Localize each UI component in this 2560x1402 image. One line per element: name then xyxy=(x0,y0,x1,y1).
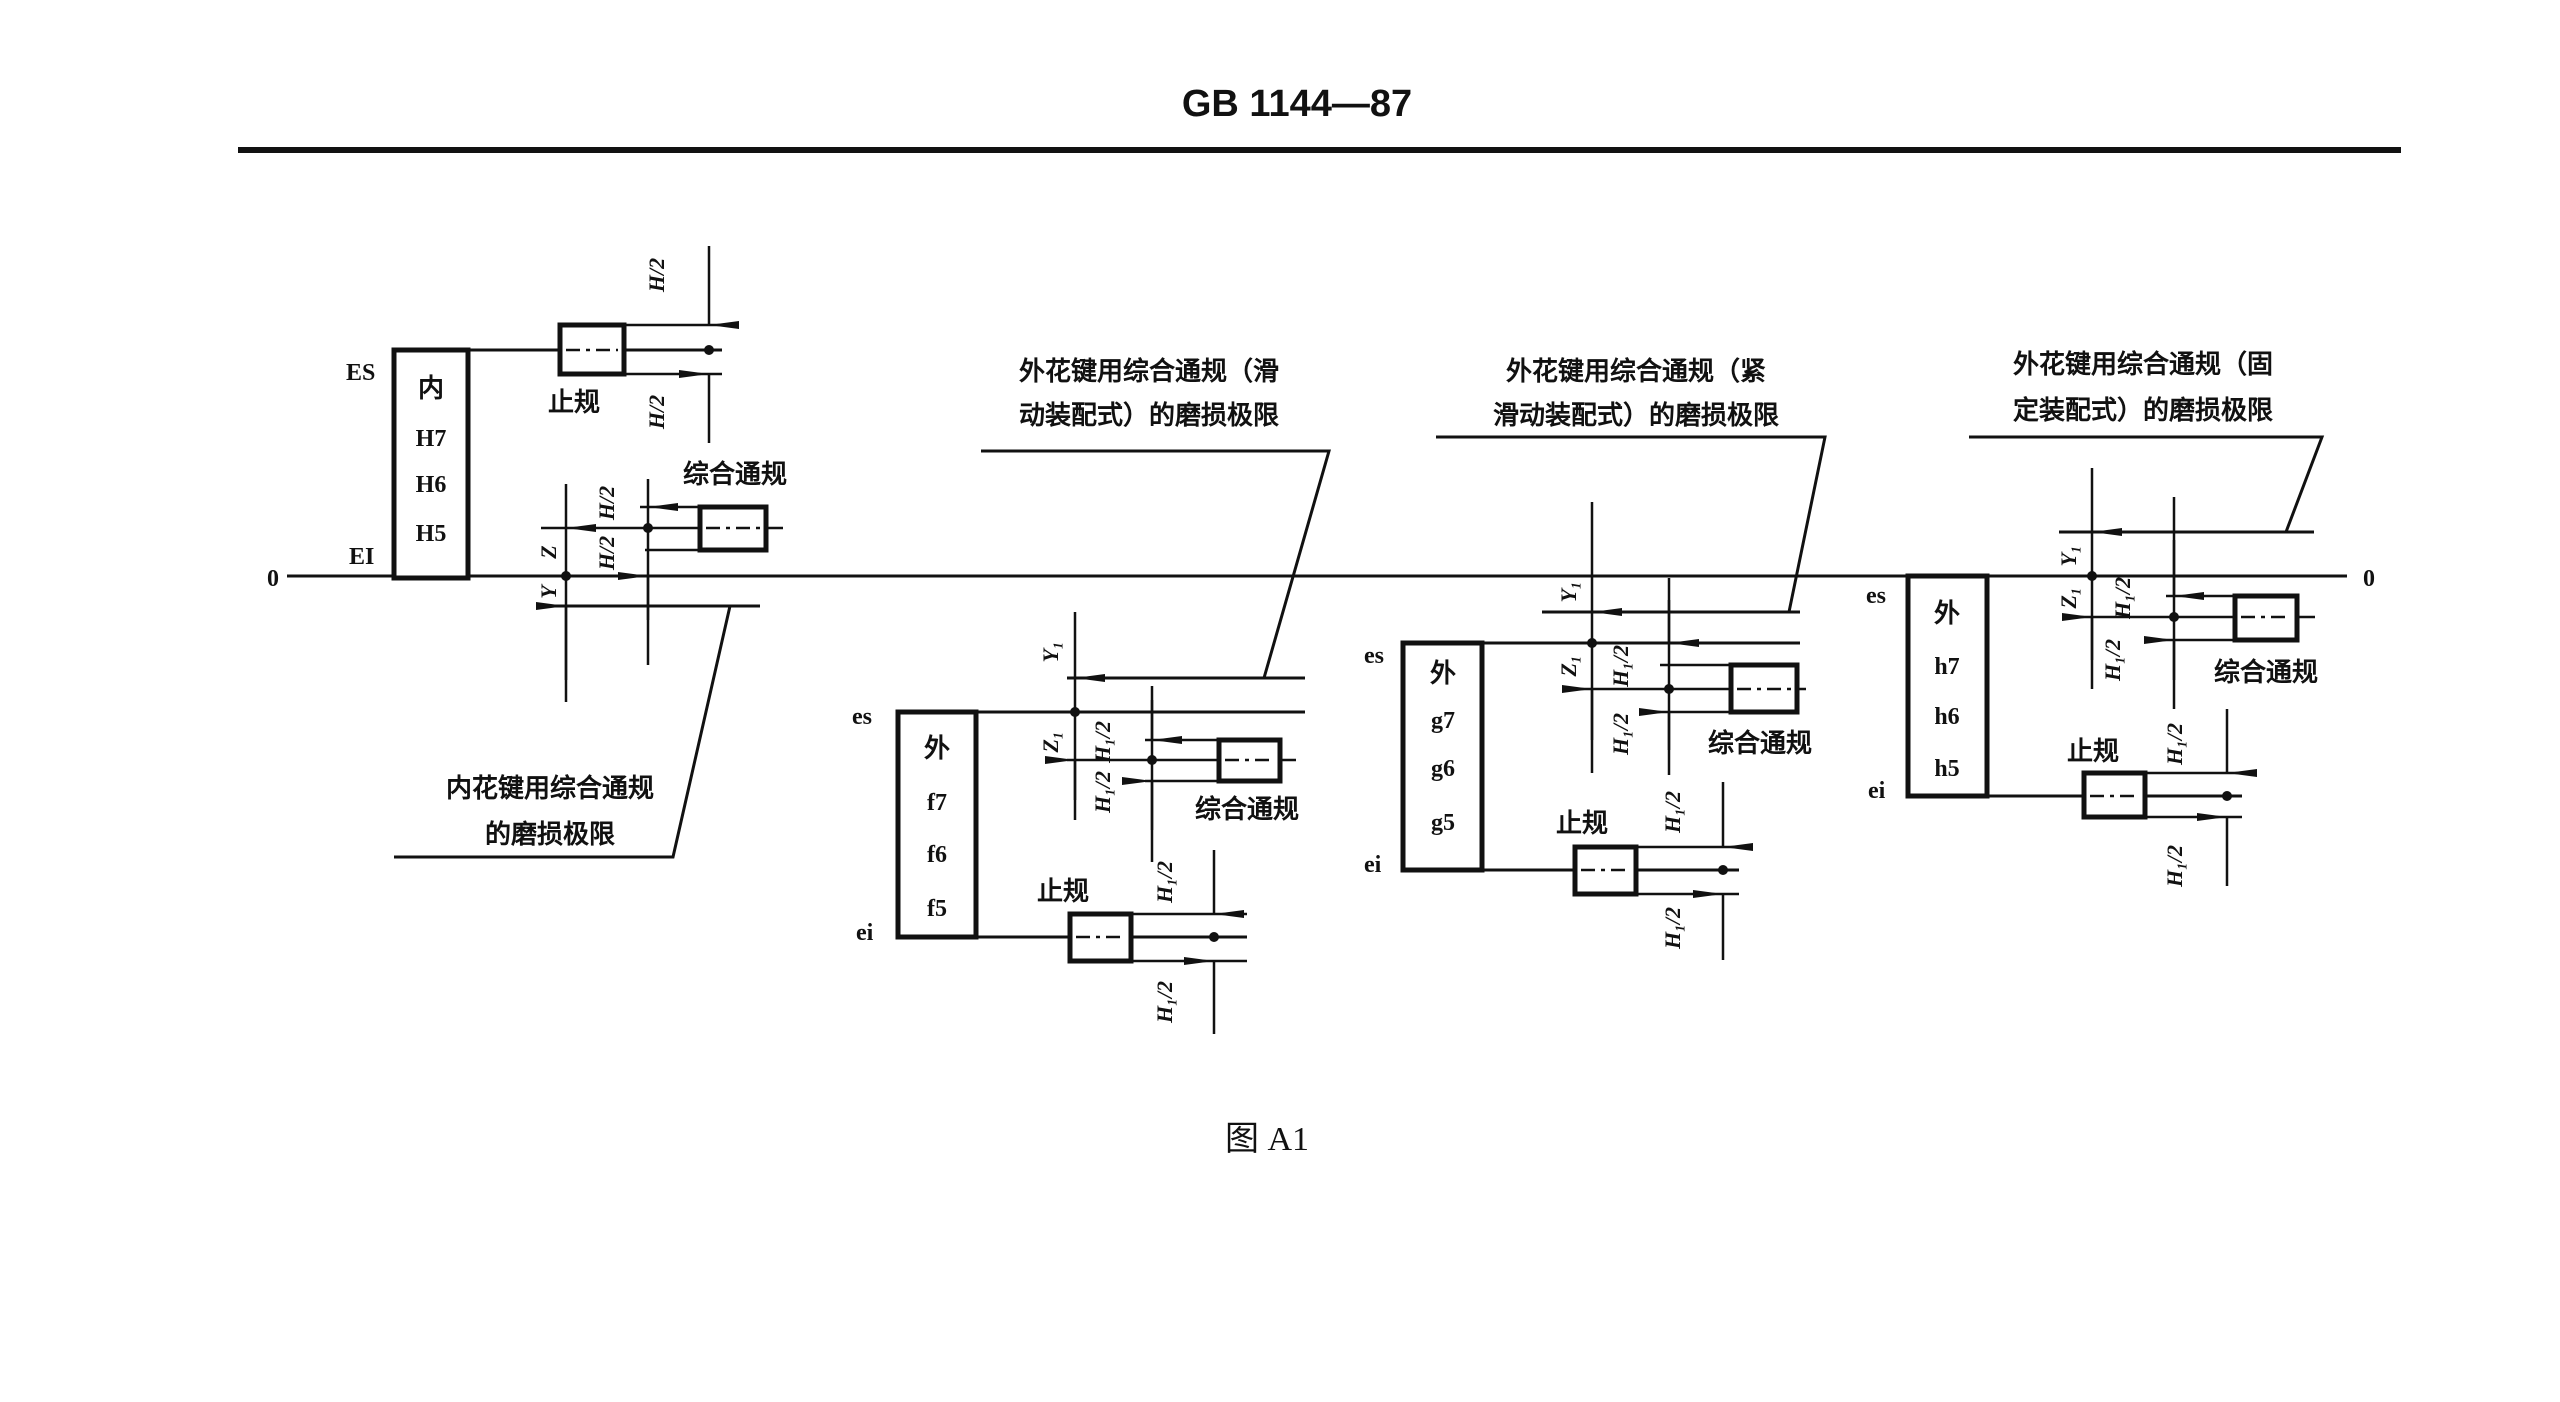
external-spline-h-block: es ei 外 h7 h6 h5 综合通规 Y₁ Z₁ H₁/2 H₁/2 止规 xyxy=(1866,349,2325,888)
zero-label-left: 0 xyxy=(267,566,279,592)
zero-dot xyxy=(561,571,571,581)
wear-limit-text: 的磨损极限 xyxy=(485,819,615,850)
wear-limit-text: 外花键用综合通规（滑 xyxy=(1019,356,1279,387)
z-label: Z xyxy=(536,545,561,559)
grade-label: h5 xyxy=(1934,756,1959,782)
tolerance-zone-g xyxy=(1400,640,1485,873)
h1-half-label: H₁/2 xyxy=(1152,981,1177,1024)
zone-label: 外 xyxy=(1934,599,1960,629)
gauge-center-dot xyxy=(704,345,714,355)
wear-limit-text: 外花键用综合通规（紧 xyxy=(1506,356,1766,387)
grade-label: f7 xyxy=(927,790,947,816)
no-go-gauge-label: 止规 xyxy=(1037,877,1089,907)
wear-limit-text: 滑动装配式）的磨损极限 xyxy=(1493,400,1779,431)
h1-half-label: H₁/2 xyxy=(1152,861,1177,904)
z1-label: Z₁ xyxy=(1556,655,1581,677)
grade-label: h6 xyxy=(1934,704,1959,730)
es-label: es xyxy=(852,704,872,730)
external-spline-f-block: es ei 外 f7 f6 f5 综合通规 Y₁ Z₁ H₁/2 H₁/2 止 xyxy=(852,356,1331,1034)
no-go-gauge-label: 止规 xyxy=(2067,737,2119,767)
go-gauge-box xyxy=(697,504,769,553)
es-dot xyxy=(1587,638,1597,648)
leader-line xyxy=(394,605,732,859)
no-go-gauge-box xyxy=(1067,911,1134,964)
h1-half-label: H₁/2 xyxy=(2110,577,2135,620)
tolerance-zone-h xyxy=(1905,573,1990,799)
es-label: ES xyxy=(346,360,375,386)
go-gauge-label: 综合通规 xyxy=(2214,657,2318,688)
go-gauge-label: 综合通规 xyxy=(1708,728,1812,759)
gauge-center-dot xyxy=(1209,932,1219,942)
external-spline-g-block: es ei 外 g7 g6 g5 综合通规 Y₁ Z₁ H₁/2 H₁/2 止 xyxy=(1364,356,1827,960)
grade-label: H7 xyxy=(416,426,447,452)
leader-line xyxy=(1969,435,2325,533)
gauge-center-dot xyxy=(1664,684,1674,694)
grade-label: f6 xyxy=(927,842,947,868)
go-gauge-label: 综合通规 xyxy=(1195,794,1299,825)
gauge-center-dot xyxy=(643,523,653,533)
grade-label: g7 xyxy=(1431,708,1455,734)
grade-label: f5 xyxy=(927,896,947,922)
h1-half-label: H₁/2 xyxy=(1090,771,1115,814)
figure-caption: 图 A1 xyxy=(1225,1121,1309,1158)
grade-label: g6 xyxy=(1431,756,1455,782)
h1-half-label: H₁/2 xyxy=(1608,645,1633,688)
h1-half-label: H₁/2 xyxy=(2100,639,2125,682)
ei-label: EI xyxy=(349,544,374,570)
h-half-label: H/2 xyxy=(644,258,669,293)
gauge-center-dot xyxy=(1147,755,1157,765)
zero-label-right: 0 xyxy=(2363,566,2375,592)
y1-label: Y₁ xyxy=(2056,545,2081,566)
h-half-label: H/2 xyxy=(594,486,619,521)
internal-spline-block: ES EI 内 H7 H6 H5 H/2 H/2 止规 综合通规 Z xyxy=(346,246,787,859)
es-label: es xyxy=(1364,643,1384,669)
h-half-label: H/2 xyxy=(644,395,669,430)
es-label: es xyxy=(1866,583,1886,609)
h1-half-label: H₁/2 xyxy=(1660,791,1685,834)
grade-label: H6 xyxy=(416,472,447,498)
wear-limit-text: 外花键用综合通规（固 xyxy=(2013,349,2273,380)
y-label: Y xyxy=(536,583,561,599)
y1-label: Y₁ xyxy=(1556,581,1581,602)
grade-label: g5 xyxy=(1431,810,1455,836)
no-go-gauge-label: 止规 xyxy=(548,388,600,418)
h1-half-label: H₁/2 xyxy=(1608,713,1633,756)
gauge-center-dot xyxy=(2169,612,2179,622)
zone-label: 外 xyxy=(1430,659,1456,689)
wear-limit-text: 定装配式）的磨损极限 xyxy=(2013,395,2273,426)
ei-label: ei xyxy=(1364,852,1382,878)
tolerance-zone-internal xyxy=(391,347,471,581)
leader-line xyxy=(981,449,1331,679)
z1-label: Z₁ xyxy=(2056,587,2081,609)
document-code: GB 1144—87 xyxy=(1182,83,1412,125)
gauge-center-dot xyxy=(2222,791,2232,801)
wear-limit-text: 内花键用综合通规 xyxy=(446,773,654,804)
grade-label: h7 xyxy=(1934,654,1959,680)
h1-half-label: H₁/2 xyxy=(2162,845,2187,888)
wear-limit-text: 动装配式）的磨损极限 xyxy=(1019,400,1279,431)
gauge-center-dot xyxy=(1718,865,1728,875)
h1-half-label: H₁/2 xyxy=(2162,723,2187,766)
h1-half-label: H₁/2 xyxy=(1660,907,1685,950)
grade-label: H5 xyxy=(416,521,447,547)
ei-label: ei xyxy=(856,920,874,946)
leader-line xyxy=(1436,435,1827,613)
h1-half-label: H₁/2 xyxy=(1090,721,1115,764)
es-dot xyxy=(1070,707,1080,717)
ei-label: ei xyxy=(1868,778,1886,804)
no-go-gauge-label: 止规 xyxy=(1556,809,1608,839)
go-gauge-label: 综合通规 xyxy=(683,459,787,490)
h-half-label: H/2 xyxy=(594,536,619,571)
zone-label: 外 xyxy=(924,734,950,764)
y1-label: Y₁ xyxy=(1038,641,1063,662)
tolerance-zone-f xyxy=(895,709,979,940)
z1-label: Z₁ xyxy=(1038,731,1063,753)
es-dot xyxy=(2087,571,2097,581)
zone-label: 内 xyxy=(418,374,444,404)
